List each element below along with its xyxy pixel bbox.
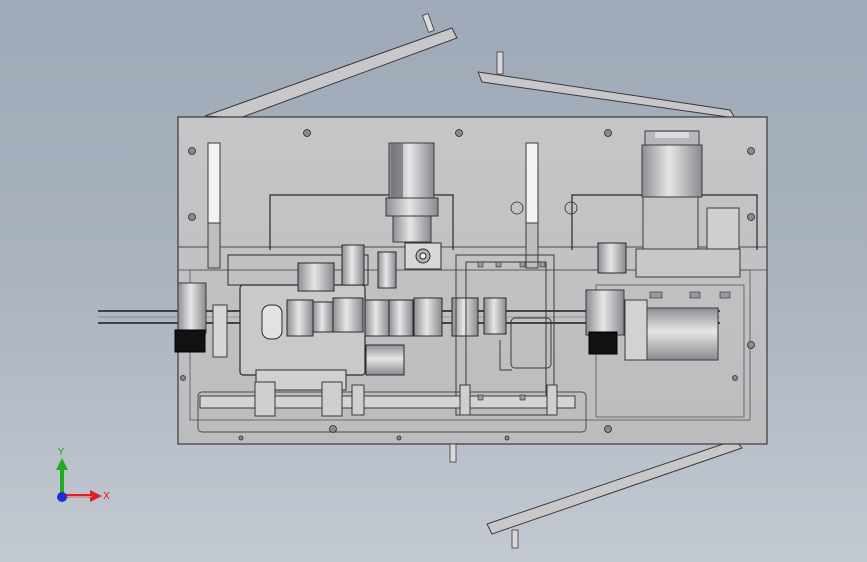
x-arrowhead	[90, 490, 102, 502]
strut-top-right[interactable]	[477, 51, 736, 119]
strut-top-left[interactable]	[204, 12, 458, 119]
servo-motor-center[interactable]	[385, 142, 442, 270]
y-axis-label: Y	[57, 447, 65, 458]
slide-bar-right[interactable]	[525, 142, 539, 269]
strut-bottom-right[interactable]	[486, 439, 743, 549]
x-axis-label: X	[103, 491, 110, 502]
motor-bracket-left	[269, 194, 454, 250]
coordinate-triad[interactable]: Y X	[56, 447, 110, 502]
y-arrowhead	[56, 458, 68, 470]
mounting-holes	[180, 129, 755, 441]
end-roller-left[interactable]	[174, 282, 228, 358]
bolt-details	[477, 261, 731, 401]
roller-set[interactable]	[286, 242, 627, 337]
bottom-pin	[449, 443, 457, 463]
end-roller-right[interactable]	[585, 289, 719, 361]
servo-motor-right[interactable]	[635, 130, 741, 278]
z-axis-dot	[57, 492, 67, 502]
slide-bar-left[interactable]	[207, 142, 221, 269]
